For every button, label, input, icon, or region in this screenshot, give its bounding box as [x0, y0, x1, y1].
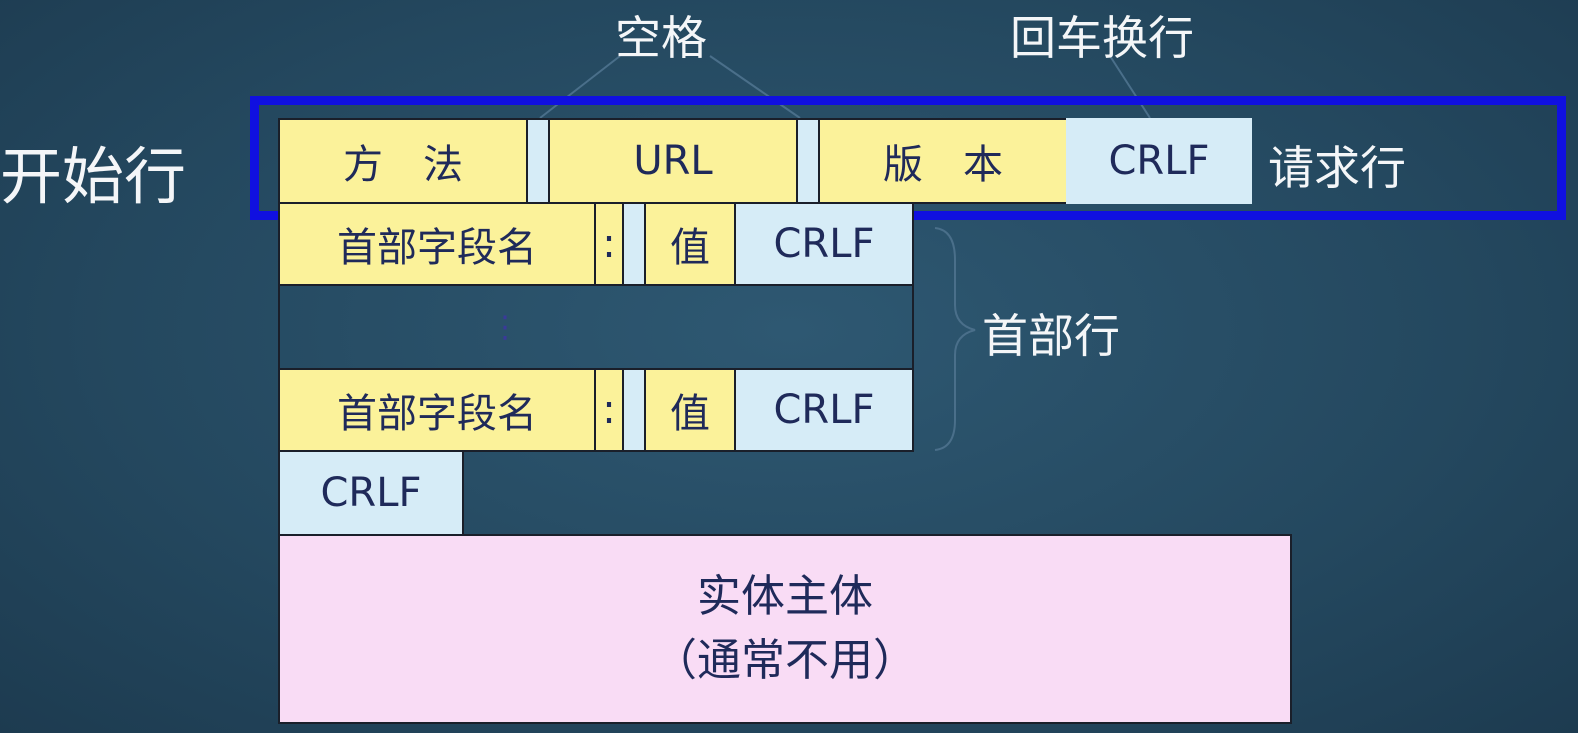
header-colon-1: : [594, 204, 624, 286]
header-value-1: 值 [644, 204, 736, 286]
request-line-label: 请求行 [1268, 141, 1406, 195]
space-label: 空格 [615, 11, 707, 65]
entity-body: 实体主体 （通常不用） [278, 534, 1292, 724]
entity-body-note: （通常不用） [653, 635, 917, 686]
header-field-name-2: 首部字段名 [278, 368, 596, 452]
version-cell: 版 本 [818, 118, 1068, 204]
space-leader-left [539, 55, 621, 119]
header-lines-label: 首部行 [982, 309, 1120, 363]
start-line-highlight [250, 96, 1566, 220]
header-value-2: 值 [644, 368, 736, 452]
method-cell: 方 法 [278, 118, 528, 204]
entity-body-title: 实体主体 [697, 571, 873, 623]
crlf-leader [1109, 55, 1151, 119]
header-colon-2: : [594, 368, 624, 452]
header-crlf-2: CRLF [734, 368, 914, 452]
request-crlf-cell: CRLF [1066, 118, 1252, 204]
ellipsis: ⋮ [490, 309, 520, 345]
blank-line-crlf: CRLF [278, 452, 464, 536]
header-space-1 [622, 204, 646, 286]
start-line-label: 开始行 [0, 140, 187, 213]
header-field-name-1: 首部字段名 [278, 204, 596, 286]
space-leader-right [709, 55, 801, 119]
header-ellipsis-row: ⋮ [278, 284, 914, 370]
url-cell: URL [548, 118, 798, 204]
header-brace [934, 227, 976, 451]
header-crlf-1: CRLF [734, 204, 914, 286]
crlf-label: 回车换行 [1010, 11, 1194, 65]
header-space-2 [622, 368, 646, 452]
